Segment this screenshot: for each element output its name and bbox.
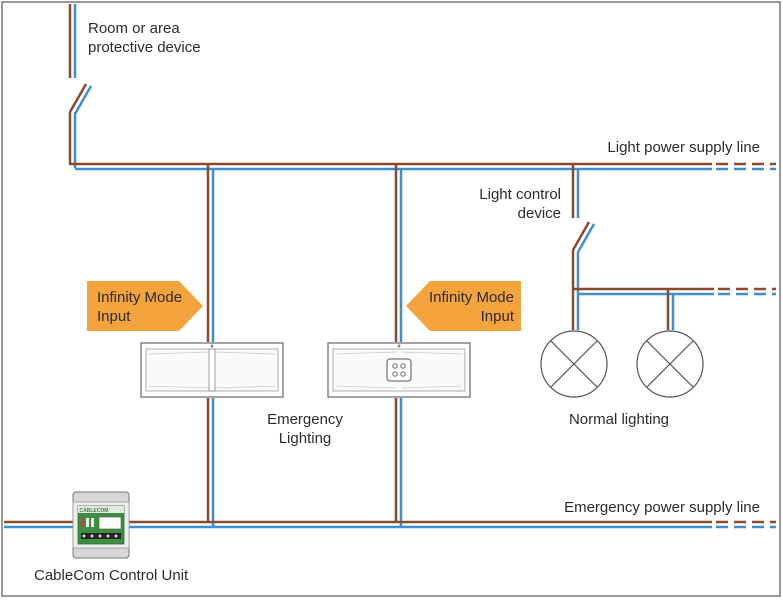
normal-lighting-branch xyxy=(573,287,776,330)
emergency-supply-line-label: Emergency power supply line xyxy=(564,499,760,516)
protective-device-label-line2: protective device xyxy=(88,39,201,56)
light-control-switch xyxy=(571,164,596,330)
emergency-lighting-label-line1: Emergency xyxy=(267,411,343,428)
infinity-arrow-right xyxy=(406,281,521,331)
normal-lighting-label: Normal lighting xyxy=(569,411,669,428)
emergency-lighting-label-line2: Lighting xyxy=(279,430,332,447)
lamp-1 xyxy=(540,330,608,398)
infinity-right-label-line2: Input xyxy=(481,308,515,325)
infinity-arrow-left xyxy=(87,281,203,331)
right-fitting-feed xyxy=(394,164,403,527)
light-power-supply-line xyxy=(70,162,776,171)
emergency-fitting-right xyxy=(327,342,471,398)
infinity-left-label-line1: Infinity Mode xyxy=(97,289,182,306)
control-unit-label: CableCom Control Unit xyxy=(34,567,189,584)
infinity-right-label-line1: Infinity Mode xyxy=(429,289,514,306)
light-control-label-line2: device xyxy=(518,205,561,222)
emergency-fitting-left xyxy=(140,342,284,398)
lamp-2 xyxy=(636,330,704,398)
control-unit-brand: CABLECOM xyxy=(80,508,109,514)
infinity-left-label-line2: Input xyxy=(97,308,131,325)
protective-device-label-line1: Room or area xyxy=(88,20,180,37)
protective-device-switch xyxy=(68,4,93,168)
left-fitting-feed xyxy=(206,164,215,527)
light-control-label-line1: Light control xyxy=(479,186,561,203)
cablecom-control-unit xyxy=(72,491,130,559)
light-supply-line-label: Light power supply line xyxy=(607,139,760,156)
